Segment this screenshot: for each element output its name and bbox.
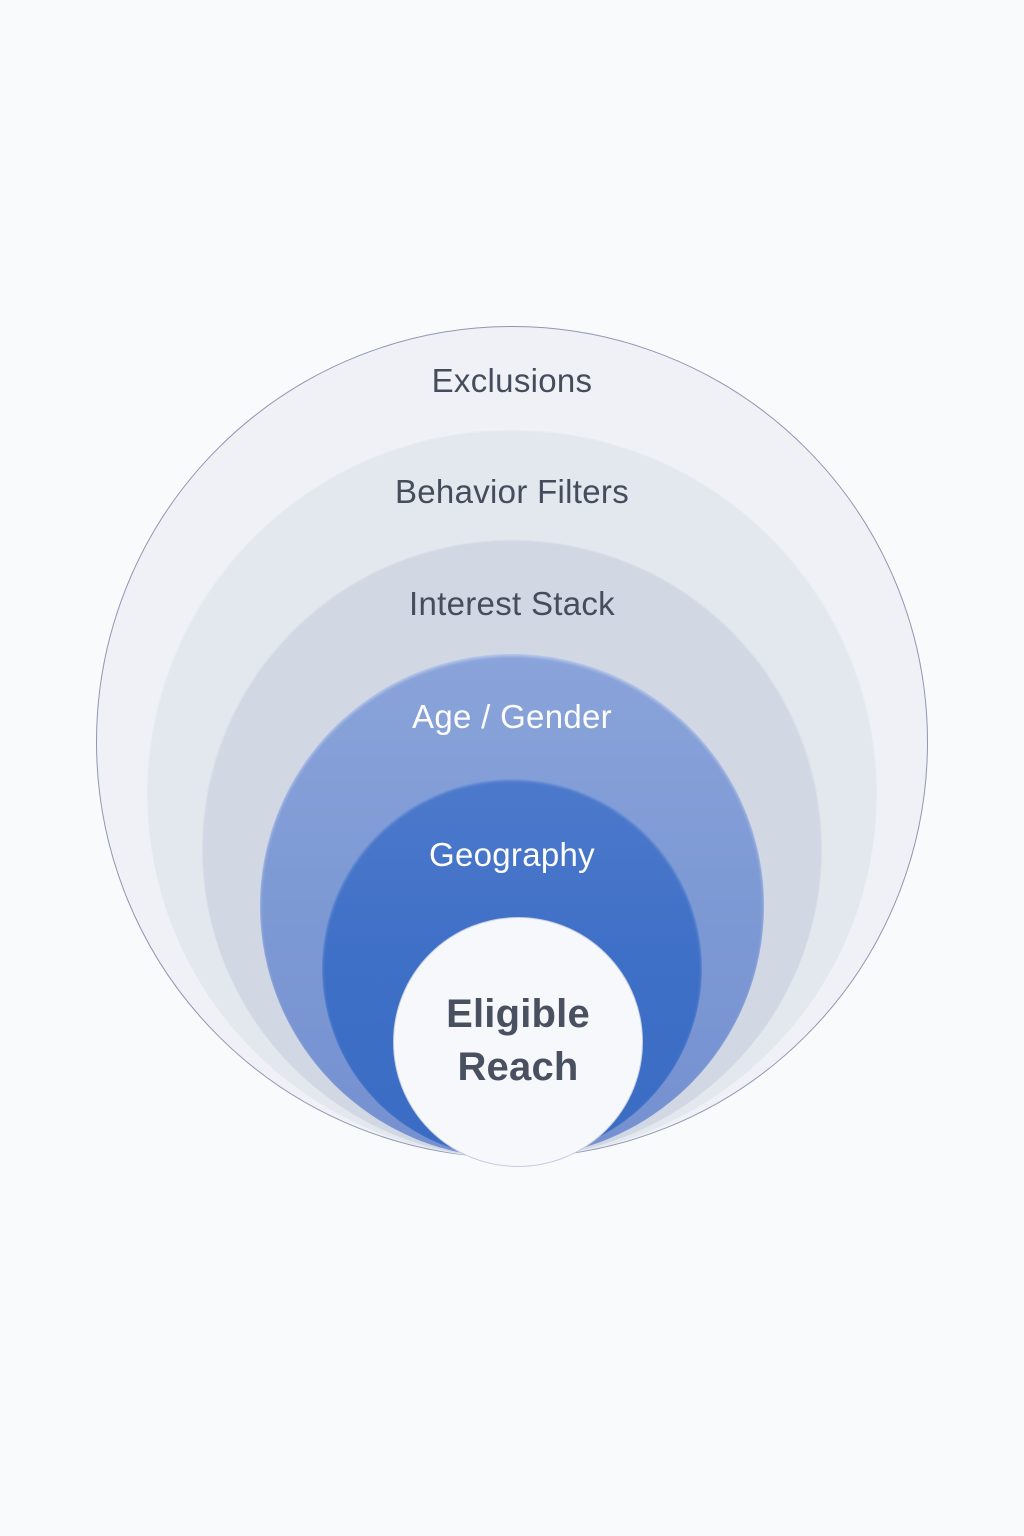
label-geography: Geography (429, 836, 595, 873)
circle-eligible-reach (393, 917, 643, 1167)
label-age-gender: Age / Gender (412, 698, 612, 735)
label-behavior-filters: Behavior Filters (394, 473, 630, 510)
label-exclusions: Exclusions (431, 362, 593, 399)
label-interest-stack: Interest Stack (409, 585, 615, 622)
label-eligible-reach: Eligible Reach (446, 992, 590, 1089)
